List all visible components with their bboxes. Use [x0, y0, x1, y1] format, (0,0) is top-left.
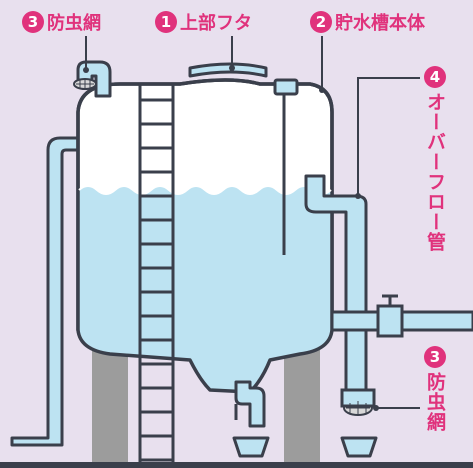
label-top-lid: 1 上部フタ — [155, 9, 252, 35]
water-fill — [79, 186, 331, 330]
drain-funnel-left — [232, 436, 270, 458]
tank-leg-left — [92, 345, 128, 465]
drain-funnel-right — [340, 436, 378, 458]
label-number: 2 — [310, 11, 332, 33]
label-insect-screen-bottom: 3 防虫網 — [424, 346, 446, 432]
top-lid — [188, 62, 268, 78]
tank-outline — [76, 78, 334, 330]
label-text: 防虫網 — [47, 13, 101, 34]
label-number: 3 — [22, 11, 44, 33]
ground-line — [0, 462, 473, 468]
leader-lines — [85, 36, 420, 409]
label-number: 3 — [424, 346, 446, 368]
water-surface — [78, 185, 332, 195]
label-number: 1 — [155, 11, 177, 33]
label-insect-screen-top: 3 防虫網 — [22, 9, 101, 35]
label-text: 防虫網 — [424, 372, 446, 432]
ladder — [138, 84, 175, 466]
label-tank-body: 2 貯水槽本体 — [310, 9, 425, 35]
label-text: 上部フタ — [180, 13, 252, 34]
label-number: 4 — [424, 66, 446, 88]
label-text: 貯水槽本体 — [335, 13, 425, 34]
drain-pipe — [234, 380, 266, 428]
label-overflow-pipe: 4 オーバーフロー管 — [424, 66, 446, 252]
label-text: オーバーフロー管 — [424, 92, 446, 252]
outlet-valve — [376, 304, 404, 338]
level-sensor-head — [273, 78, 299, 96]
tank-leg-right — [284, 345, 320, 465]
